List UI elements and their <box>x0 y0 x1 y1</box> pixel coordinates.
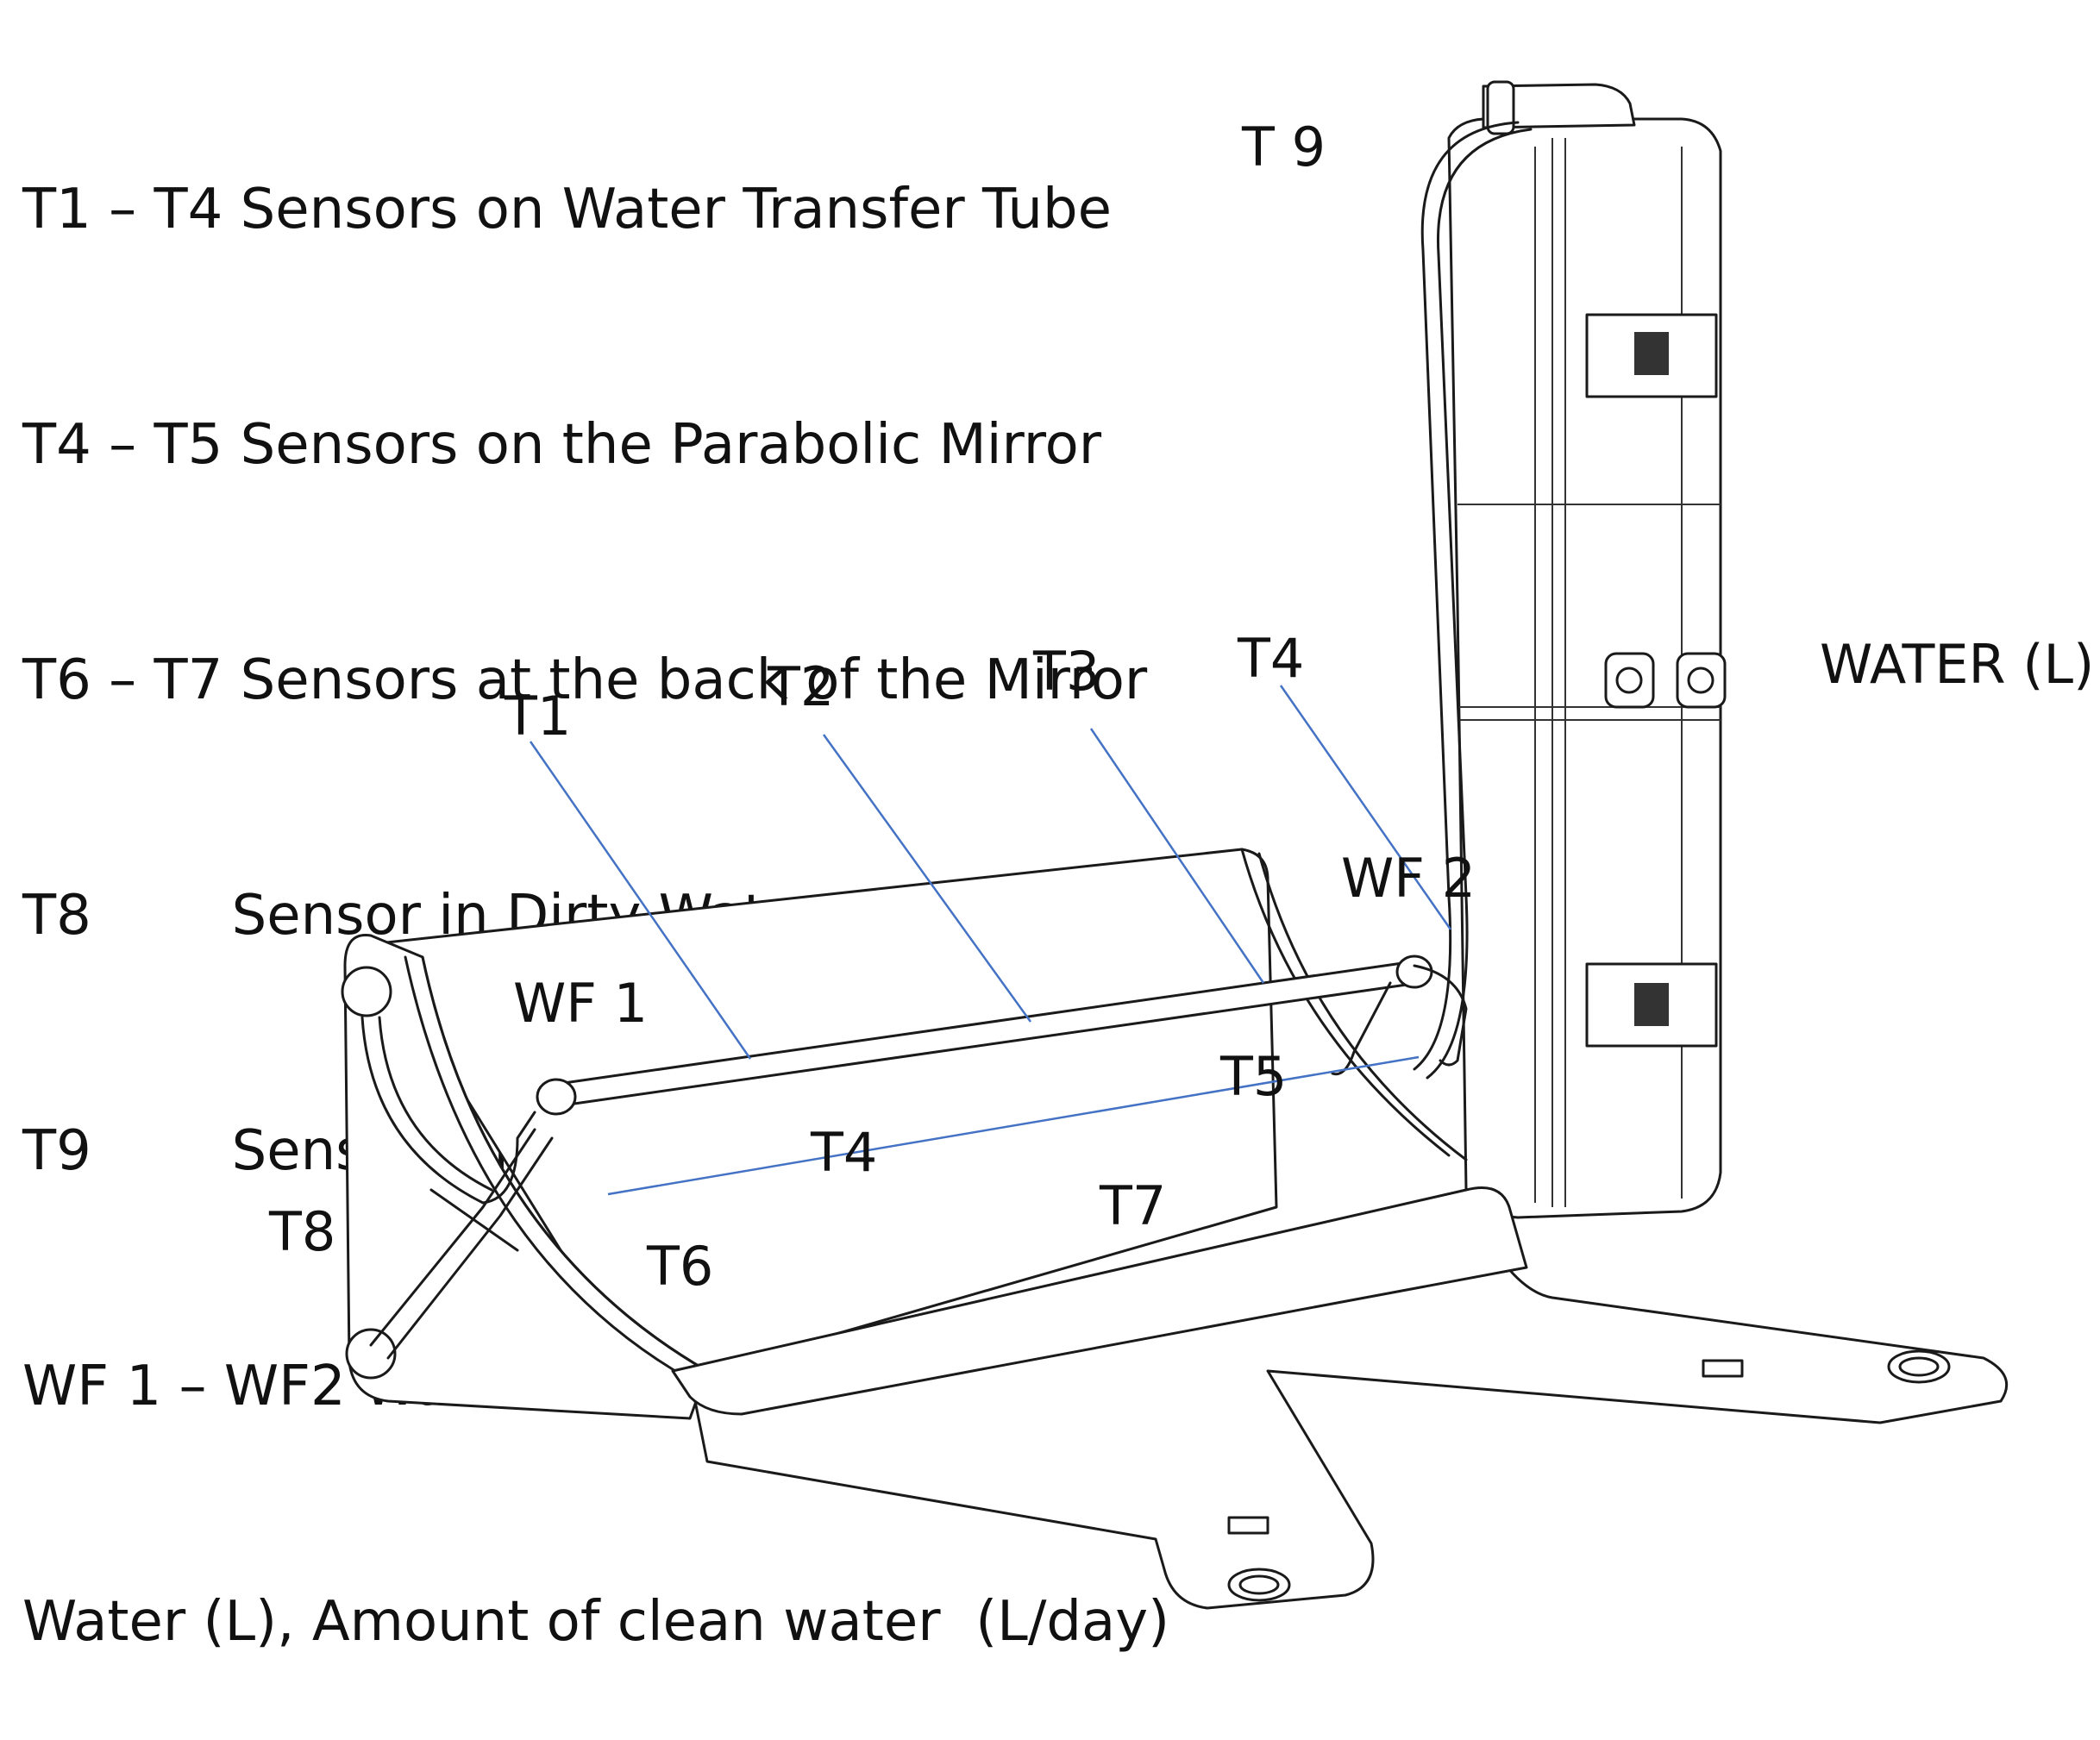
label-t8: T8 <box>268 1200 335 1263</box>
label-t3: T3 <box>1032 640 1100 703</box>
label-wf1: WF 1 <box>513 972 648 1035</box>
legend-line-t6-t7: T6 – T7 Sensors at the back of the Mirro… <box>22 648 1148 712</box>
water-transfer-tube <box>536 954 1468 1116</box>
label-t7: T7 <box>1099 1174 1166 1237</box>
leader-t4-t5-mirror <box>607 1055 1420 1196</box>
label-t5: T5 <box>1219 1045 1287 1108</box>
legend-line-water: Water (L), Amount of clean water (L/day) <box>22 1590 1170 1654</box>
label-t9: T 9 <box>1241 116 1326 178</box>
clean-water-tank <box>1413 80 1727 1219</box>
legend-line-t1-t4: T1 – T4 Sensors on Water Transfer Tube <box>22 178 1112 241</box>
parabolic-mirror-trough <box>341 848 2009 1610</box>
leader-t1 <box>529 741 752 1060</box>
water-tap <box>1604 652 1727 709</box>
sensor-labels: T 9 T1 T2 T3 T4 WATER (L) WF 2 WF 1 T5 T… <box>268 116 2094 1298</box>
sensor-leader-lines <box>529 685 1452 1196</box>
label-water: WATER (L) <box>1820 633 2094 696</box>
leader-t4-top <box>1279 685 1452 930</box>
label-t2: T2 <box>767 655 834 718</box>
label-t4-top: T4 <box>1237 627 1304 690</box>
label-t6: T6 <box>646 1235 713 1298</box>
leader-t2 <box>822 734 1032 1023</box>
legend-line-t4-t5: T4 – T5 Sensors on the Parabolic Mirror <box>22 413 1102 477</box>
label-t1: T1 <box>504 685 571 748</box>
label-wf2: WF 2 <box>1341 847 1476 910</box>
leader-t3 <box>1089 728 1265 984</box>
label-t4-mirror: T4 <box>810 1121 877 1184</box>
solar-still-diagram: T 9 T1 T2 T3 T4 WATER (L) WF 2 WF 1 T5 T… <box>268 80 2094 1610</box>
